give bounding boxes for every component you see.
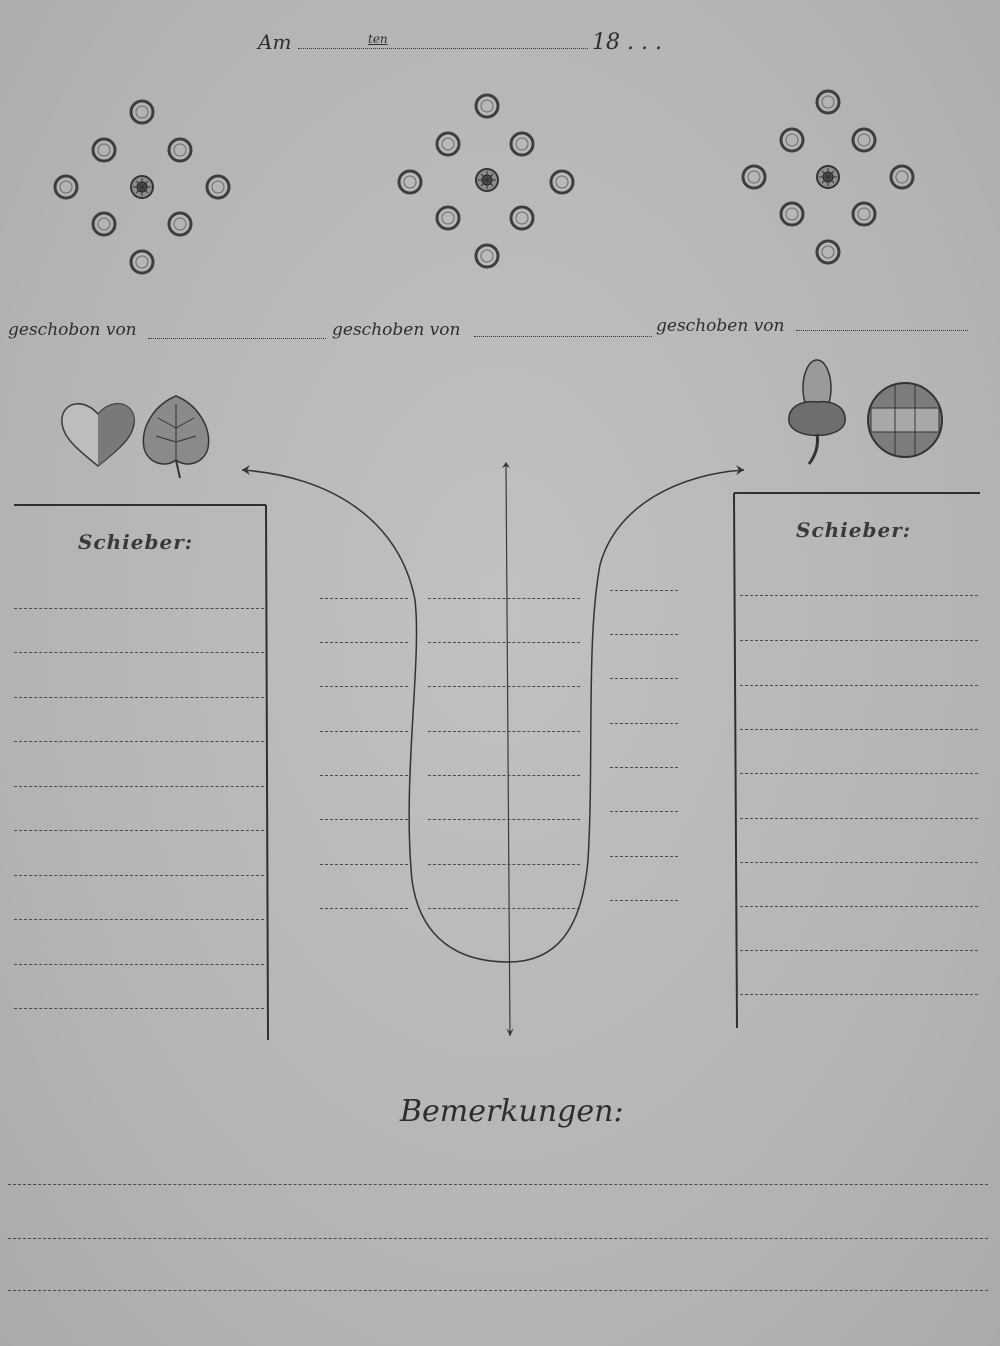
left-panel-title: Schieber:: [78, 530, 194, 554]
center-score-line[interactable]: [428, 598, 580, 599]
center-score-line[interactable]: [320, 731, 408, 732]
left-panel-border: [14, 504, 269, 1041]
right-panel-border: [733, 492, 980, 1029]
left-score-line[interactable]: [14, 786, 264, 787]
right-score-line[interactable]: [740, 950, 978, 951]
right-score-line[interactable]: [740, 773, 978, 774]
center-score-line[interactable]: [428, 686, 580, 687]
center-score-line[interactable]: [320, 864, 408, 865]
heart-icon: [61, 403, 135, 467]
rosette-diagram-2: [397, 93, 575, 269]
right-score-line[interactable]: [740, 729, 978, 730]
left-score-line[interactable]: [14, 608, 264, 609]
pushed-field-1[interactable]: [148, 338, 326, 339]
pushed-label-3: geschoben von: [656, 316, 785, 336]
left-score-line[interactable]: [14, 875, 264, 876]
center-score-line[interactable]: [610, 723, 678, 724]
rosette-diagram-1: [53, 99, 231, 275]
center-score-line[interactable]: [428, 775, 580, 776]
ten-label: ten: [368, 32, 388, 46]
curve-end-left: [242, 465, 250, 475]
center-score-line[interactable]: [320, 819, 408, 820]
am-label: Am: [258, 30, 292, 54]
left-score-line[interactable]: [14, 830, 264, 831]
year-label: 18 . . .: [592, 30, 662, 55]
remarks-line-2[interactable]: [8, 1238, 988, 1239]
pushed-field-3[interactable]: [796, 330, 968, 331]
acorn-icon: [788, 359, 846, 465]
center-score-line[interactable]: [610, 811, 678, 812]
center-score-line[interactable]: [320, 775, 408, 776]
center-score-line[interactable]: [428, 642, 580, 643]
right-score-line[interactable]: [740, 640, 978, 641]
remarks-line-3[interactable]: [8, 1290, 988, 1291]
center-score-line[interactable]: [320, 686, 408, 687]
pushed-label-1: geschobon von: [8, 320, 137, 340]
pushed-label-2: geschoben von: [332, 320, 461, 340]
center-score-line[interactable]: [610, 590, 678, 591]
center-score-line[interactable]: [320, 642, 408, 643]
left-score-line[interactable]: [14, 652, 264, 653]
center-score-line[interactable]: [320, 598, 408, 599]
center-score-line[interactable]: [610, 900, 678, 901]
date-field[interactable]: [298, 48, 588, 49]
left-score-line[interactable]: [14, 741, 264, 742]
left-score-line[interactable]: [14, 964, 264, 965]
rosette-diagram-3: [741, 89, 915, 265]
center-score-line[interactable]: [428, 908, 580, 909]
center-axis: [502, 462, 514, 1037]
left-score-line[interactable]: [14, 1008, 264, 1009]
right-score-line[interactable]: [740, 818, 978, 819]
right-score-line[interactable]: [740, 595, 978, 596]
center-score-line[interactable]: [610, 856, 678, 857]
bell-icon: [867, 382, 943, 458]
curve-end-right: [736, 465, 744, 475]
center-score-line[interactable]: [610, 678, 678, 679]
center-score-line[interactable]: [610, 767, 678, 768]
center-score-line[interactable]: [428, 864, 580, 865]
remarks-title: Bemerkungen:: [400, 1094, 624, 1129]
right-score-line[interactable]: [740, 862, 978, 863]
left-score-line[interactable]: [14, 919, 264, 920]
remarks-line-1[interactable]: [8, 1184, 988, 1185]
right-score-line[interactable]: [740, 994, 978, 995]
center-score-line[interactable]: [320, 908, 408, 909]
center-score-line[interactable]: [610, 634, 678, 635]
left-score-line[interactable]: [14, 697, 264, 698]
pushed-field-2[interactable]: [474, 336, 652, 337]
right-panel-title: Schieber:: [796, 518, 912, 542]
leaf-icon: [142, 395, 210, 479]
center-score-line[interactable]: [428, 819, 580, 820]
u-curve: [241, 469, 745, 963]
right-score-line[interactable]: [740, 685, 978, 686]
center-score-line[interactable]: [428, 731, 580, 732]
right-score-line[interactable]: [740, 906, 978, 907]
